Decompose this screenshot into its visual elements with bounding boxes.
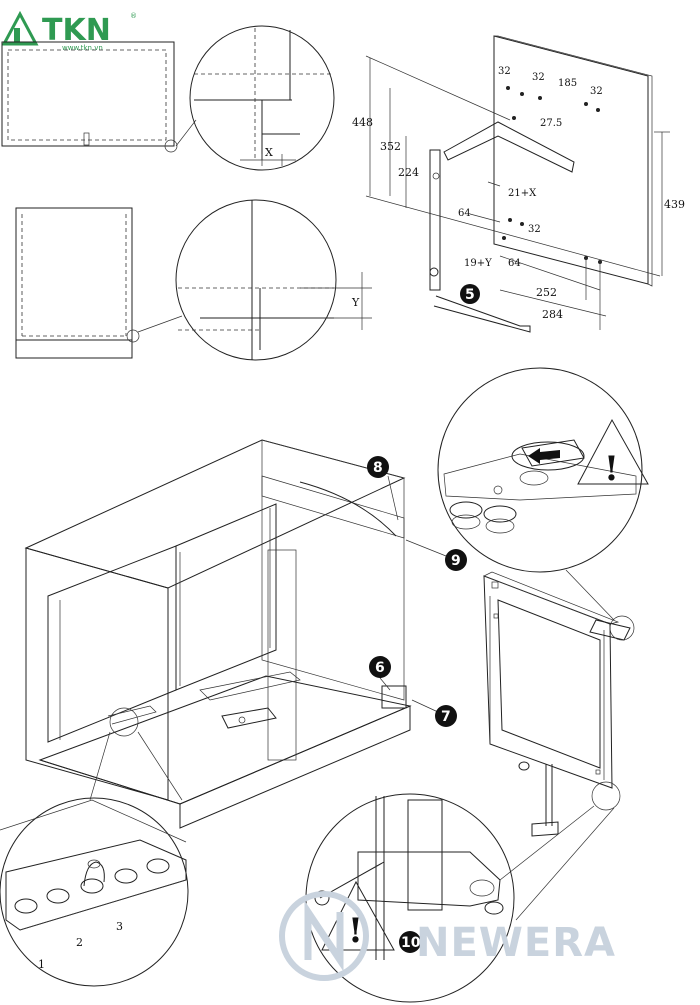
dim-21-plus-x: 21+X xyxy=(508,188,537,199)
callout-6 xyxy=(369,656,391,678)
detail-circle-bottom-hinge: ! 10 xyxy=(305,793,515,1003)
svg-text:®: ® xyxy=(130,12,137,20)
callout-5 xyxy=(460,284,480,304)
cabinet-front-view-left xyxy=(15,207,183,359)
dim-y-label: Y xyxy=(351,296,360,309)
svg-text:6: 6 xyxy=(375,660,385,676)
svg-text:!: ! xyxy=(348,911,363,951)
dim-284: 284 xyxy=(542,308,563,321)
svg-text:10: 10 xyxy=(401,935,421,951)
tkn-logo: TKN ® www.tkn.vn xyxy=(1,10,137,52)
dim-64-a: 64 xyxy=(458,208,471,219)
hole-number-2: 2 xyxy=(76,936,83,949)
callout-9 xyxy=(445,549,467,571)
arrow-icon xyxy=(528,448,560,464)
hole-number-1: 1 xyxy=(38,958,45,971)
svg-text:www.tkn.vn: www.tkn.vn xyxy=(62,44,103,52)
svg-text:5: 5 xyxy=(465,287,475,303)
dim-32-b: 32 xyxy=(532,72,545,83)
cabinet-side-view-top xyxy=(1,41,197,153)
svg-text:8: 8 xyxy=(373,460,383,476)
dim-32-a: 32 xyxy=(498,66,511,77)
warning-triangle-icon: ! xyxy=(577,418,649,489)
tkn-logo-text: TKN xyxy=(42,13,111,48)
detail-circle-top-hinge: ! xyxy=(437,367,649,621)
svg-text:!: ! xyxy=(604,449,619,489)
dim-185: 185 xyxy=(558,78,577,89)
detail-circle-hole-positions: 1 2 3 xyxy=(0,797,189,987)
dim-352: 352 xyxy=(380,140,401,153)
callouts-main: 8 9 6 7 xyxy=(367,456,467,727)
door-drilling-drawing: 32 32 185 32 27.5 448 352 224 21+X 64 32… xyxy=(352,35,685,333)
dim-439: 439 xyxy=(664,198,685,211)
svg-text:7: 7 xyxy=(441,709,451,725)
detail-circle-x: X xyxy=(189,25,335,171)
detail-circle-y: Y xyxy=(175,199,372,361)
dim-32-c: 32 xyxy=(590,86,603,97)
corner-door-assembly xyxy=(483,571,635,921)
dim-19-plus-y: 19+Y xyxy=(464,258,492,269)
callout-8 xyxy=(367,456,389,478)
dim-224: 224 xyxy=(398,166,419,179)
dim-x-label: X xyxy=(265,146,273,159)
hole-number-3: 3 xyxy=(116,920,123,933)
newera-logo: NEWERA xyxy=(279,891,616,981)
newera-logo-text: NEWERA xyxy=(416,920,616,966)
dim-32-d: 32 xyxy=(528,224,541,235)
callout-10 xyxy=(399,931,421,953)
dim-64-b: 64 xyxy=(508,258,521,269)
callout-7 xyxy=(435,705,457,727)
corner-cabinet-main xyxy=(24,439,412,829)
dim-448: 448 xyxy=(352,116,373,129)
svg-text:9: 9 xyxy=(451,553,461,569)
dim-252: 252 xyxy=(536,286,557,299)
dim-27-5: 27.5 xyxy=(540,118,562,129)
